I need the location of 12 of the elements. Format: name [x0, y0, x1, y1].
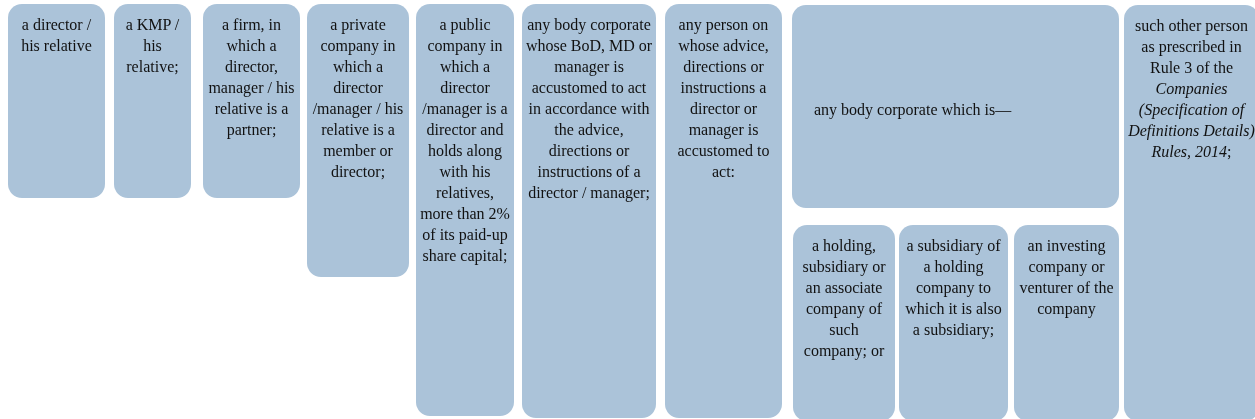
definition-box: a firm, in which a director, manager / his relative is a partner; [203, 4, 300, 198]
definition-box: a public company in which a director /manager is a director and holds along with his relatives, more than 2% of its paid-up share capital; [416, 4, 514, 416]
definition-box: any person on whose advice, directions or instructions a director or manager is accustomed to act: [665, 4, 782, 418]
definition-box: any body corporate whose BoD, MD or manager is accustomed to act in accordance with the advice, directions or instructions of a director / manager; [522, 4, 656, 418]
definition-box: such other person as prescribed in Rule 3 of the Companies (Specification of Definitions Details) Rules, 2014; [1124, 5, 1255, 419]
definition-box: a director / his relative [8, 4, 105, 198]
definition-box: a subsidiary of a holding company to which it is also a subsidiary; [899, 225, 1008, 419]
definition-box: an investing company or venturer of the company [1014, 225, 1119, 419]
heading-box: any body corporate which is— [792, 5, 1119, 208]
definition-box: a holding, subsidiary or an associate company of such company; or [793, 225, 895, 419]
definition-box: a KMP / his relative; [114, 4, 191, 198]
definition-box: a private company in which a director /manager / his relative is a member or director; [307, 4, 409, 277]
